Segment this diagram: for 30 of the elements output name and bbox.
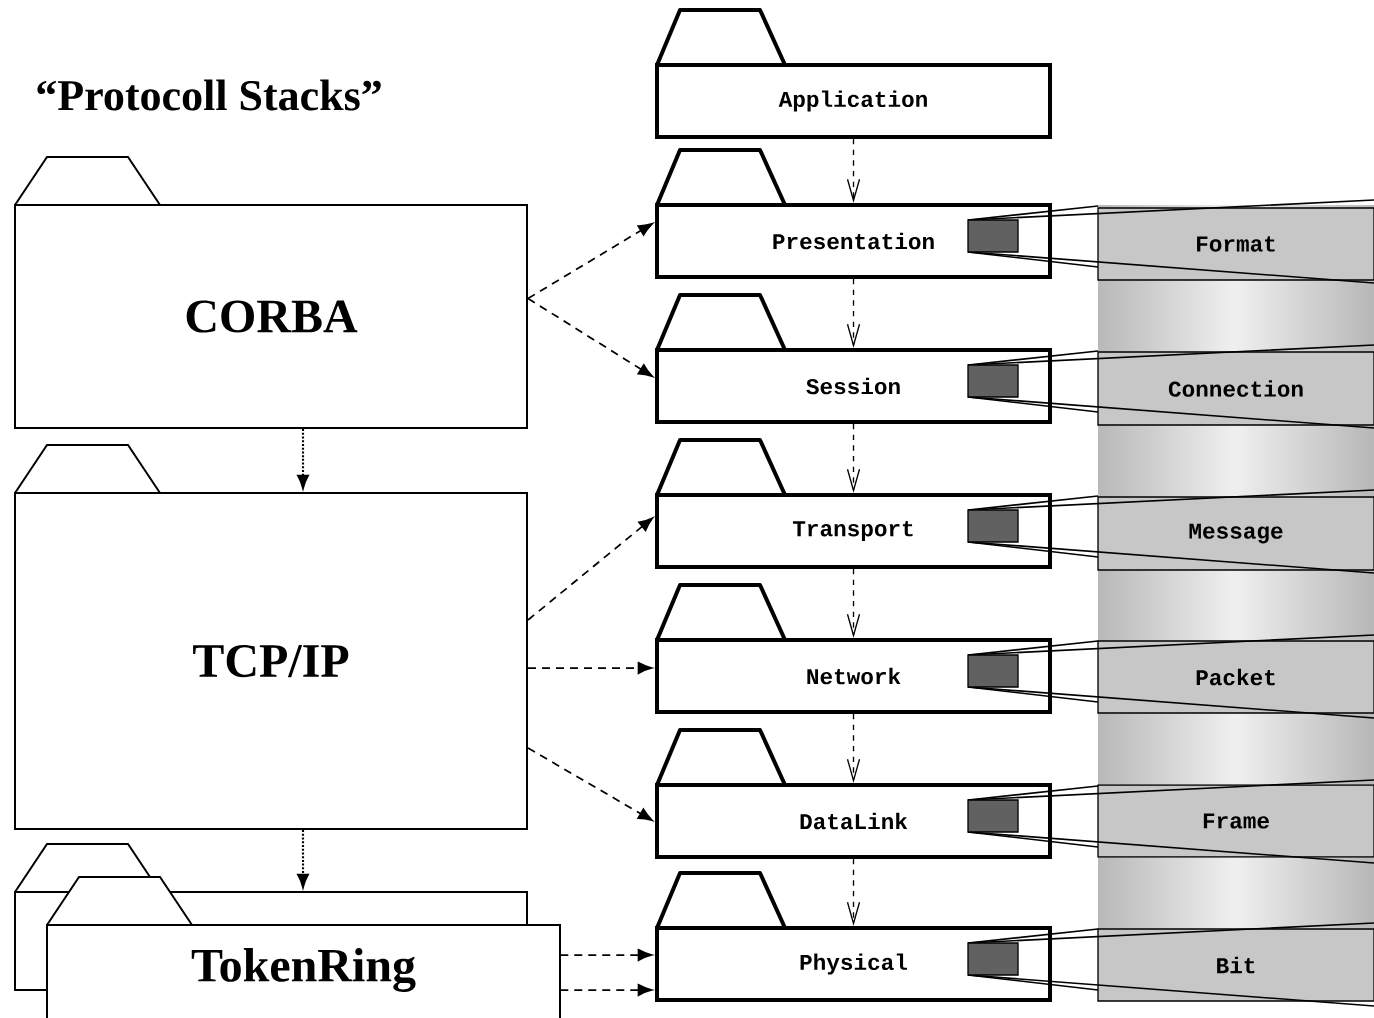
- arrow: [527, 662, 653, 674]
- layer-box: Network: [655, 583, 1052, 714]
- layer-box: Transport: [655, 438, 1052, 569]
- arrow: [846, 713, 861, 783]
- data-unit-box: Message: [1097, 496, 1374, 571]
- layer-box: Physical: [655, 871, 1052, 1002]
- arrow: [559, 949, 653, 961]
- layer-box: DataLink: [655, 728, 1052, 859]
- arrow: [846, 568, 861, 638]
- arrow: [846, 138, 861, 203]
- arrow: [297, 429, 309, 489]
- data-unit-box: Packet: [1097, 640, 1374, 714]
- layer-box: Application: [655, 8, 1052, 139]
- arrow: [559, 984, 653, 996]
- data-unit-box: Frame: [1097, 784, 1374, 858]
- arrow: [846, 423, 861, 493]
- arrow: [527, 222, 653, 300]
- data-unit-box: Bit: [1097, 928, 1374, 1002]
- arrow: [297, 830, 309, 888]
- arrow: [527, 297, 653, 377]
- node-label: TokenRing: [191, 948, 416, 992]
- title: “Protocoll Stacks”: [37, 79, 381, 111]
- data-unit-box: Connection: [1097, 351, 1374, 426]
- layer-box: Session: [655, 293, 1052, 424]
- arrow: [527, 747, 653, 822]
- data-unit-box: Format: [1097, 207, 1374, 281]
- arrow: [846, 858, 861, 926]
- layer-box: Presentation: [655, 148, 1052, 279]
- arrow: [846, 278, 861, 348]
- arrow: [527, 517, 654, 621]
